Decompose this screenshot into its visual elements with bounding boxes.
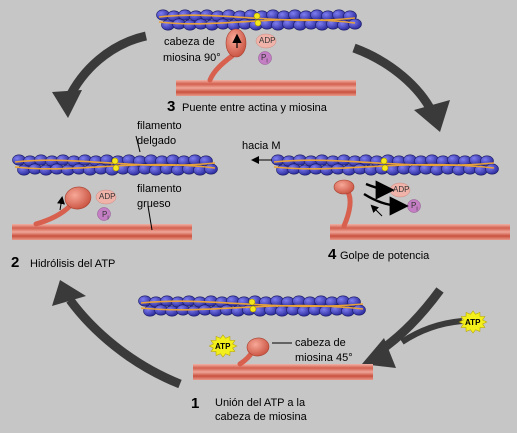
myosin-head-body	[225, 28, 247, 58]
tropomyosin-strand	[140, 304, 364, 311]
adp-label-step3: ADP	[259, 36, 276, 45]
step-1-caption-line1: Unión del ATP a la	[215, 397, 306, 409]
atp-entry-arrow	[400, 318, 463, 345]
thick-filament-label-line2: grueso	[137, 198, 171, 210]
thin-filament-label-line1: filamento	[137, 120, 182, 132]
cycle-arrow-head	[52, 90, 82, 118]
myosin-head-45-label-line1: cabeza de	[295, 337, 346, 349]
step-2-caption: Hidrólisis del ATP	[30, 258, 116, 270]
myosin-head-body	[64, 186, 92, 210]
cycle-arrow-head	[52, 280, 86, 306]
step-3-number: 3	[167, 98, 176, 115]
myosin-head	[237, 337, 270, 367]
thin-filament	[138, 295, 366, 317]
pi-label-step2: Pi	[102, 210, 109, 222]
direction-arrow	[57, 196, 65, 211]
myosin-head-45-label-line2: miosina 45°	[295, 352, 353, 364]
troponin	[249, 305, 257, 313]
troponin	[380, 157, 388, 165]
adp-label-step4: ADP	[393, 185, 410, 194]
myosin-neck	[33, 203, 73, 227]
thick-filament-pointer	[147, 205, 153, 231]
adp-molecule	[255, 33, 277, 49]
step-3-caption: Puente entre actina y miosina	[182, 102, 327, 114]
tropomyosin-strand	[158, 18, 356, 25]
thick-filament	[330, 224, 510, 240]
cycle-arrow-head	[362, 338, 396, 368]
pi-label-step4: Pi	[411, 201, 418, 213]
myosin-head-90-label-line2: miosina 90°	[163, 52, 221, 64]
step-2-number: 2	[11, 254, 20, 271]
pi-label-step3: Pi	[261, 53, 268, 65]
tropomyosin-strand	[14, 163, 216, 170]
cycle-arrow	[352, 43, 437, 115]
adp-label-step2: ADP	[99, 192, 116, 201]
actin-bead	[485, 163, 499, 175]
cycle-arrows	[52, 31, 463, 389]
thin-filament	[271, 154, 499, 176]
adp-molecule	[95, 189, 117, 205]
atp-molecule	[208, 334, 238, 358]
step-1-caption-line2: cabeza de miosina	[215, 411, 307, 423]
tropomyosin-strand	[273, 163, 495, 170]
atp-molecule	[458, 310, 488, 334]
thin-filament-label-line2: delgado	[137, 135, 177, 147]
step-4-number: 4	[328, 246, 337, 263]
myosin-head-body	[333, 179, 355, 195]
actin-bead	[352, 304, 366, 316]
adp-release-arrow	[365, 180, 395, 200]
myosin-neck	[207, 53, 235, 83]
thin-filament	[156, 9, 362, 31]
direction-arrow	[370, 204, 383, 217]
pi-molecule	[97, 207, 111, 221]
myosin-neck	[341, 189, 353, 229]
step-4-caption: Golpe de potencia	[340, 250, 430, 262]
myosin-head-body	[246, 337, 270, 357]
myosin-head-90-label-line1: cabeza de	[164, 36, 215, 48]
cycle-arrow	[375, 287, 444, 356]
cycle-arrow	[66, 297, 182, 389]
atp-label-incoming: ATP	[465, 318, 481, 327]
thick-filament	[193, 364, 373, 380]
thick-filament	[176, 80, 356, 96]
myosin-head	[33, 186, 92, 227]
myosin-head	[333, 179, 355, 229]
troponin	[381, 164, 389, 172]
actin-bead	[204, 163, 218, 175]
toward-m-label: hacia M	[242, 140, 281, 152]
troponin	[253, 12, 261, 20]
myosin-heads	[33, 28, 488, 367]
troponin	[112, 164, 120, 172]
cycle-arrow-head	[414, 100, 450, 132]
thick-filament-label-line1: filamento	[137, 183, 182, 195]
small-arrows	[57, 33, 409, 344]
atp-label-step1: ATP	[215, 342, 231, 351]
filaments	[12, 9, 510, 380]
troponin	[254, 19, 262, 27]
pi-release-arrow	[363, 192, 409, 216]
thin-filament	[12, 154, 218, 176]
actin-bead	[348, 18, 362, 30]
troponin	[248, 298, 256, 306]
step-1-number: 1	[191, 395, 200, 412]
thick-filament	[12, 224, 192, 240]
thin-filament-pointer	[135, 135, 141, 153]
pi-molecule	[258, 51, 272, 65]
troponin	[111, 157, 119, 165]
